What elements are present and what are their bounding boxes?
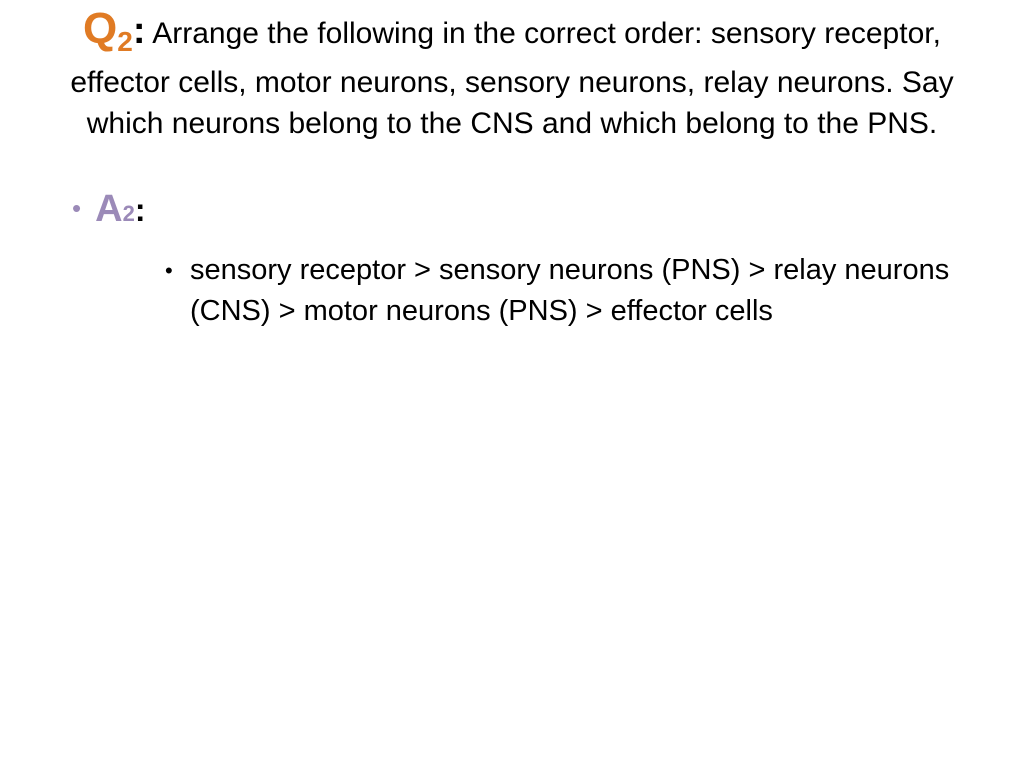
answer-label: A (95, 188, 123, 230)
question-title: Q2: Arrange the following in the correct… (60, 7, 964, 144)
question-text: Arrange the following in the correct ord… (70, 17, 954, 140)
question-label: Q (83, 4, 118, 53)
question-number: 2 (117, 26, 133, 57)
question-colon: : (132, 10, 146, 52)
answer-item: • sensory receptor > sensory neurons (PN… (165, 250, 965, 332)
answer-bullet: • (72, 193, 82, 223)
answer-number: 2 (122, 201, 135, 226)
answer-colon: : (134, 192, 146, 228)
answer-item-bullet: • (165, 258, 173, 283)
answer-item-text: sensory receptor > sensory neurons (PNS)… (190, 254, 950, 327)
